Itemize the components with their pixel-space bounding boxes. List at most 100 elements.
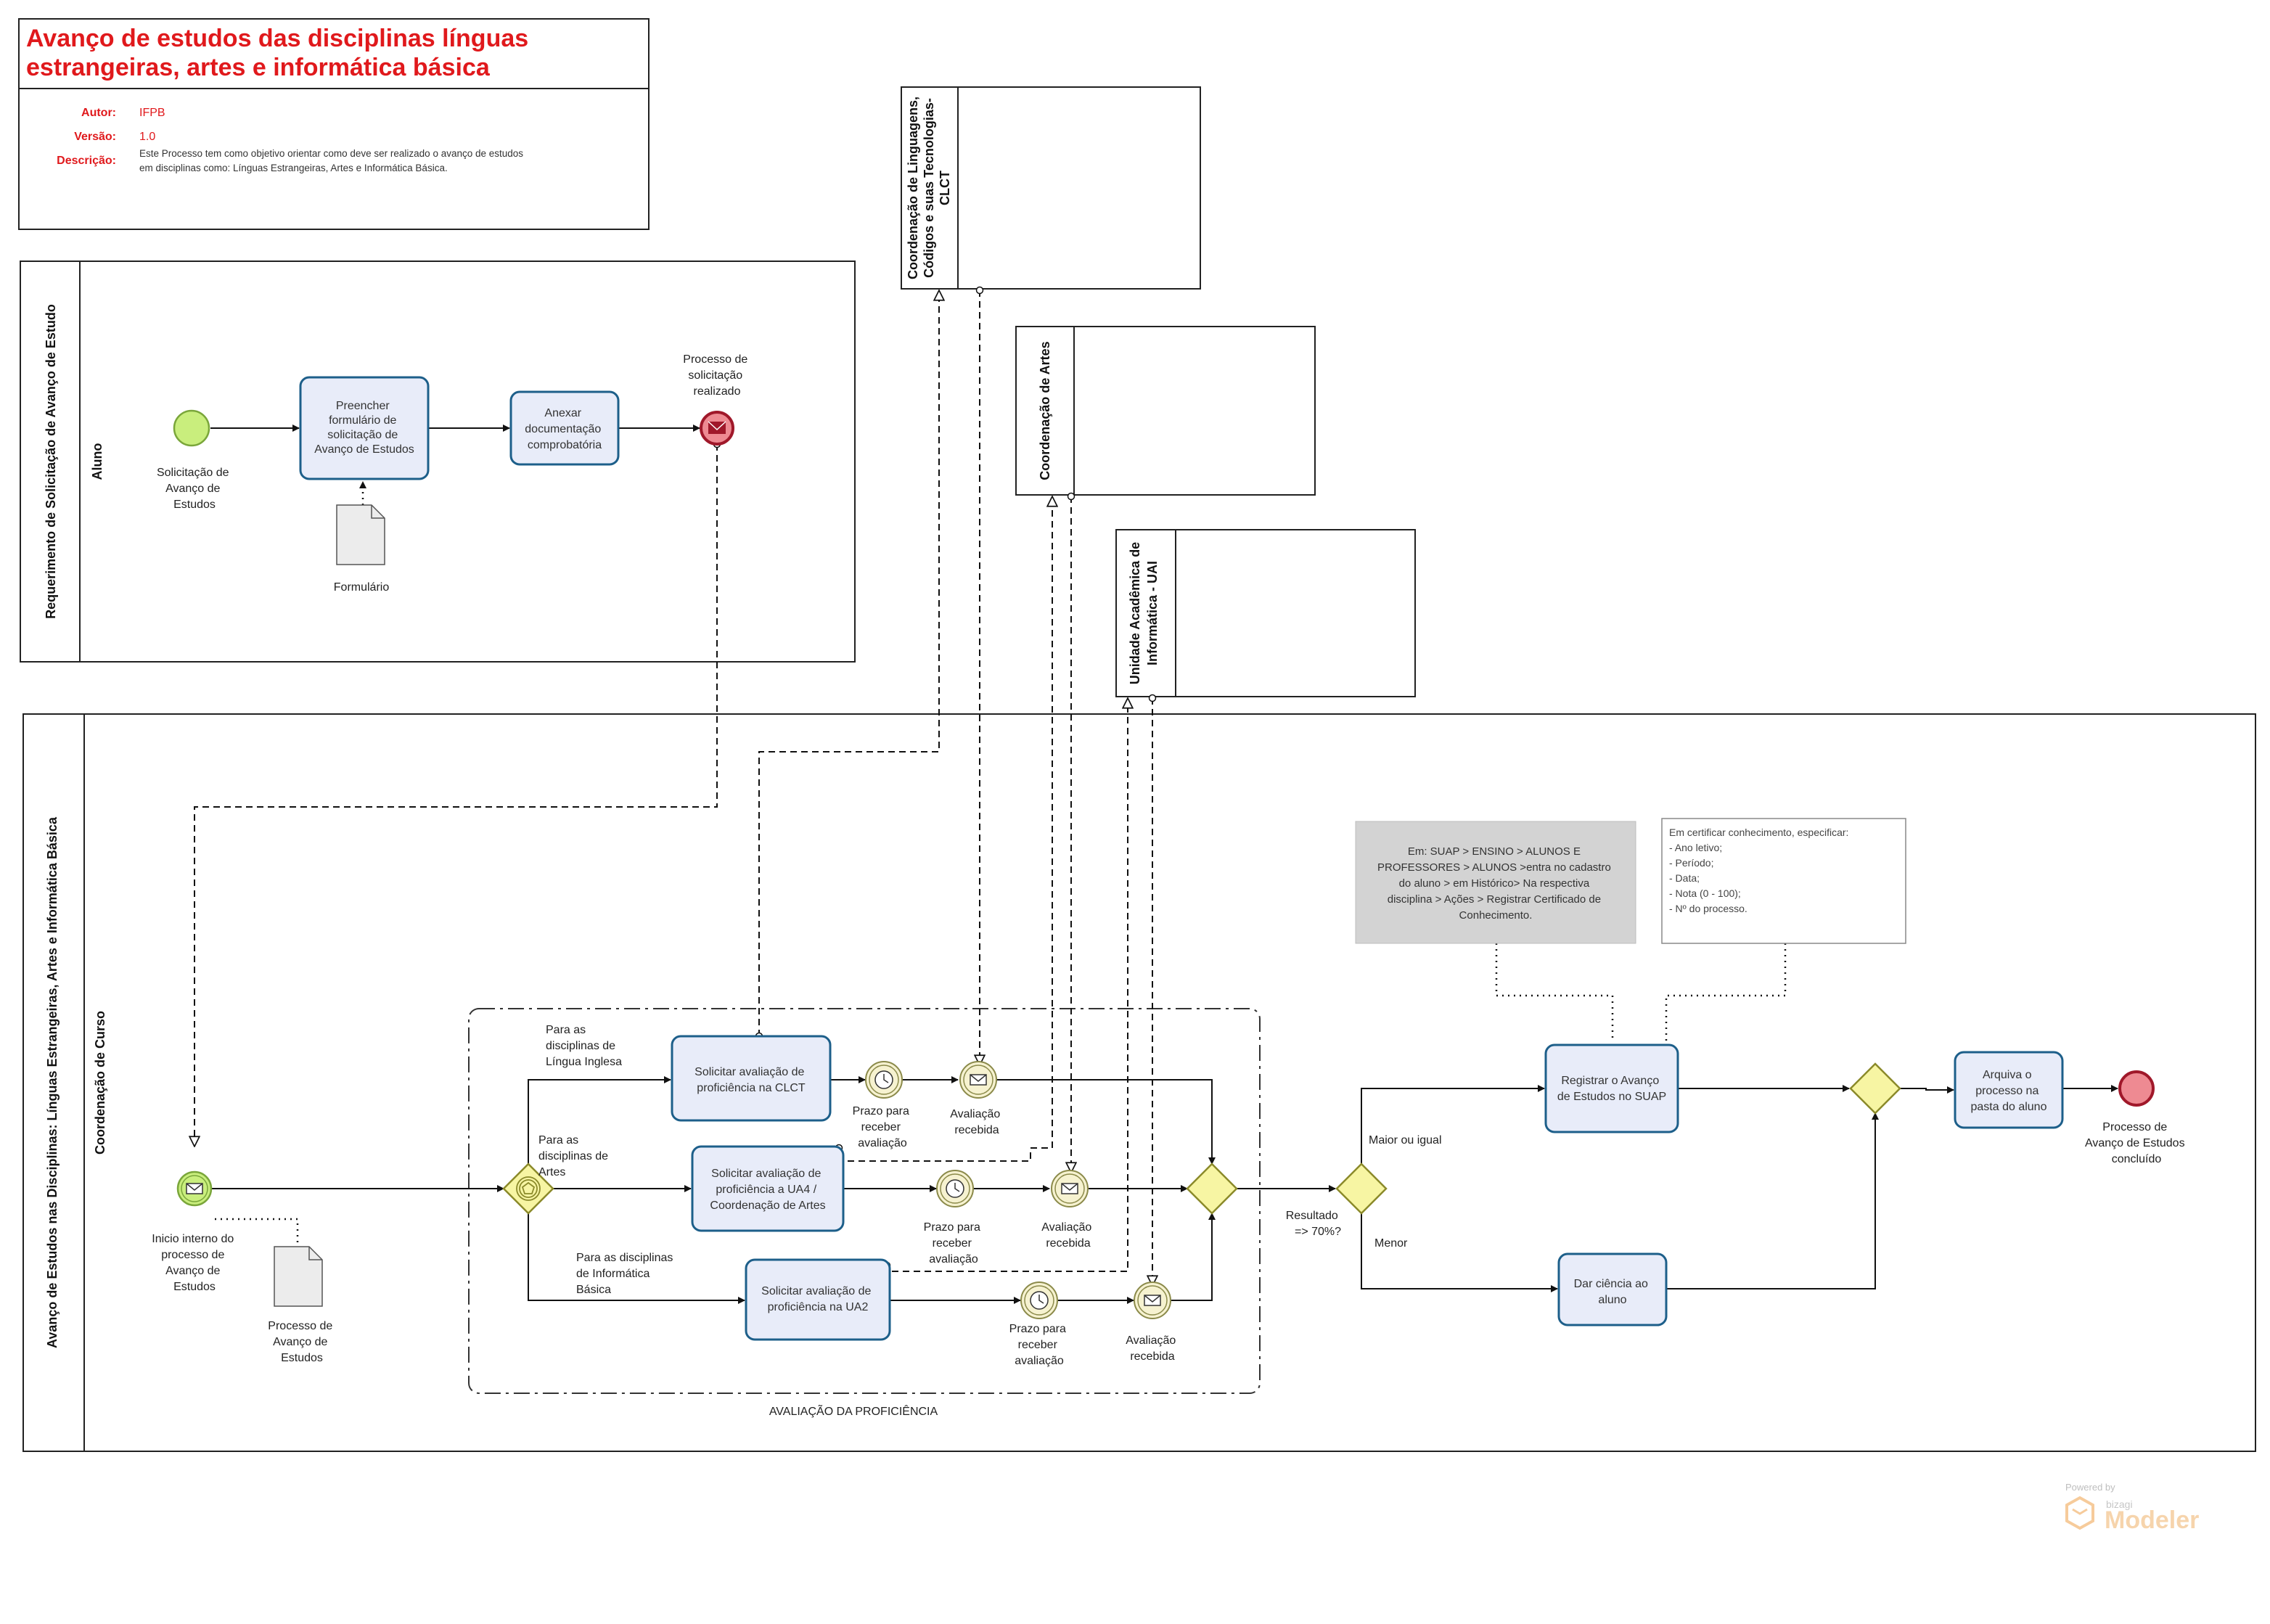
message-event-recebida-3[interactable] xyxy=(1134,1281,1171,1319)
branch-maior-label: Maior ou igual xyxy=(1369,1134,1442,1147)
message-flows xyxy=(194,290,1152,1286)
sequence-flows xyxy=(210,425,2118,1304)
end-event-concluido-label: Processo de Avanço de Estudos concluído xyxy=(2085,1121,2188,1165)
envelope-icon xyxy=(1144,1295,1161,1306)
end-event-solicitacao-realizado[interactable] xyxy=(700,411,734,446)
envelope-icon xyxy=(970,1074,987,1086)
message-event-recebida-1-label: Avaliação recebida xyxy=(950,1108,1004,1136)
end-event-concluido[interactable] xyxy=(2118,1070,2155,1107)
bizagi-watermark: Powered by bizagi Modeler xyxy=(2065,1482,2199,1534)
msg-flow-to-artes xyxy=(839,496,1052,1162)
start-event-inicio-interno[interactable] xyxy=(176,1170,213,1207)
bizagi-logo-icon xyxy=(2065,1496,2094,1530)
pool-clct-title-line2: Códigos e suas Tecnologias- xyxy=(922,98,936,278)
timer-event-2-label: Prazo para receber avaliação xyxy=(924,1221,984,1266)
task-registrar-suap-label: Registrar o Avanço de Estudos no SUAP xyxy=(1557,1075,1666,1103)
flow-gw-to-clct xyxy=(528,1076,671,1164)
note-suap: Em: SUAP > ENSINO > ALUNOS E PROFESSORES… xyxy=(1355,821,1636,944)
timer-event-3[interactable] xyxy=(1020,1281,1058,1319)
lane-coordenacao-title: Coordenação de Curso xyxy=(93,1011,107,1155)
pool-uai: Unidade Acadêmica de Informática - UAI xyxy=(1115,529,1416,697)
clock-icon xyxy=(1030,1291,1049,1310)
envelope-icon xyxy=(186,1183,203,1194)
branch-menor-label: Menor xyxy=(1374,1237,1408,1250)
gateway-merge[interactable] xyxy=(1849,1062,1901,1115)
pool-artes: Coordenação de Artes xyxy=(1015,326,1316,496)
version-label: Versão: xyxy=(74,131,116,143)
msg-flow-to-clct xyxy=(759,290,939,1036)
msg-flow-solicitacao xyxy=(194,444,717,1147)
gateway-resultado[interactable] xyxy=(1335,1162,1388,1215)
timer-event-2[interactable] xyxy=(936,1170,974,1207)
task-solicitar-ua2[interactable]: Solicitar avaliação de proficiência na U… xyxy=(745,1258,891,1341)
message-event-recebida-2[interactable] xyxy=(1051,1170,1089,1207)
subprocess-label: AVALIAÇÃO DA PROFICIÊNCIA xyxy=(769,1403,938,1418)
document-formulario-label: Formulário xyxy=(334,581,390,594)
task-dar-ciencia-label: Dar ciência ao aluno xyxy=(1574,1278,1652,1306)
assoc-processo-doc xyxy=(215,1218,299,1245)
task-arquiva-processo-label: Arquiva o processo na pasta do aluno xyxy=(1971,1069,2047,1113)
author-value: IFPB xyxy=(139,107,165,119)
header-box: Avanço de estudos das disciplinas língua… xyxy=(18,18,650,230)
flow-gw-to-ua2 xyxy=(528,1213,745,1304)
assoc-note-suap xyxy=(1495,943,1614,1042)
gateway-event-based[interactable] xyxy=(502,1162,554,1215)
watermark-brand-small: bizagi xyxy=(2106,1498,2133,1510)
note-certificar-text: Em certificar conhecimento, especificar:… xyxy=(1669,827,1851,914)
pool-clct-title-line1: Coordenação de Linguagens, xyxy=(906,97,920,279)
flow-msg3-to-join xyxy=(1171,1213,1216,1301)
document-processo[interactable] xyxy=(274,1246,323,1307)
watermark-brand: Modeler xyxy=(2105,1506,2199,1534)
note-suap-text: Em: SUAP > ENSINO > ALUNOS E PROFESSORES… xyxy=(1377,845,1614,922)
task-registrar-suap[interactable]: Registrar o Avanço de Estudos no SUAP xyxy=(1544,1043,1679,1133)
flow-ciencia-to-merge xyxy=(1666,1112,1879,1289)
document-formulario[interactable] xyxy=(336,504,385,565)
pool-uai-title-line2: Informática - UAI xyxy=(1145,561,1160,665)
gateway-resultado-label: Resultado => 70%? xyxy=(1286,1210,1342,1238)
start-event-solicitacao[interactable] xyxy=(173,409,210,447)
pool-avanco: Avanço de Estudos nas Disciplinas: Língu… xyxy=(22,713,2256,1452)
pool-requerimento: Requerimento de Solicitação de Avanço de… xyxy=(20,261,856,663)
description-line2: em disciplinas como: Línguas Estrangeira… xyxy=(139,163,448,173)
flow-merge-to-arquiva xyxy=(1900,1086,1954,1094)
timer-event-1[interactable] xyxy=(865,1061,903,1099)
task-solicitar-ua4[interactable]: Solicitar avaliação de proficiência a UA… xyxy=(691,1145,845,1232)
diagram-title-line1: Avanço de estudos das disciplinas língua… xyxy=(26,25,528,52)
envelope-filled-icon xyxy=(708,421,726,434)
pool-requerimento-title: Requerimento de Solicitação de Avanço de… xyxy=(44,304,58,619)
pool-uai-title-line1: Unidade Acadêmica de xyxy=(1128,542,1142,684)
diagram-title-line2: estrangeiras, artes e informática básica xyxy=(26,54,491,81)
flow-result-to-suap xyxy=(1361,1085,1545,1164)
task-preencher-formulario[interactable]: Preencher formulário de solicitação de A… xyxy=(299,376,430,480)
associations xyxy=(215,481,1787,1245)
version-value: 1.0 xyxy=(139,131,155,143)
description-line1: Este Processo tem como objetivo orientar… xyxy=(139,148,523,159)
document-processo-label: Processo de Avanço de Estudos xyxy=(268,1320,335,1364)
description-label: Descrição: xyxy=(57,155,116,167)
flow-msg1-to-join xyxy=(997,1079,1216,1165)
clock-icon xyxy=(946,1179,964,1198)
task-anexar-documentacao[interactable]: Anexar documentação comprobatória xyxy=(509,390,620,466)
pool-avanco-title: Avanço de Estudos nas Disciplinas: Língu… xyxy=(45,816,60,1348)
task-solicitar-clct[interactable]: Solicitar avaliação de proficiência na C… xyxy=(671,1035,832,1122)
gateway-join[interactable] xyxy=(1186,1162,1238,1215)
pool-clct-title-line3: CLCT xyxy=(938,171,952,205)
task-anexar-documentacao-label: Anexar documentação comprobatória xyxy=(525,407,604,451)
task-solicitar-ua4-label: Solicitar avaliação de proficiência a UA… xyxy=(710,1168,825,1212)
pool-artes-title: Coordenação de Artes xyxy=(1038,341,1052,480)
start-event-solicitacao-label: Solicitação de Avanço de Estudos xyxy=(157,467,232,511)
start-event-inicio-interno-label: Inicio interno do processo de Avanço de … xyxy=(152,1233,237,1293)
task-dar-ciencia[interactable]: Dar ciência ao aluno xyxy=(1557,1252,1668,1326)
timer-event-3-label: Prazo para receber avaliação xyxy=(1009,1323,1070,1367)
pool-clct: Coordenação de Linguagens, Códigos e sua… xyxy=(901,86,1201,290)
branch-ingles-label: Para as disciplinas de Língua Inglesa xyxy=(546,1024,622,1068)
message-event-recebida-1[interactable] xyxy=(959,1061,997,1099)
task-arquiva-processo[interactable]: Arquiva o processo na pasta do aluno xyxy=(1954,1051,2064,1129)
msg-flow-to-uai xyxy=(887,698,1128,1272)
watermark-powered: Powered by xyxy=(2065,1482,2115,1493)
author-label: Autor: xyxy=(81,107,116,119)
flow-result-to-ciencia xyxy=(1361,1213,1558,1292)
branch-artes-label: Para as disciplinas de Artes xyxy=(538,1134,612,1178)
timer-event-1-label: Prazo para receber avaliação xyxy=(853,1105,913,1149)
